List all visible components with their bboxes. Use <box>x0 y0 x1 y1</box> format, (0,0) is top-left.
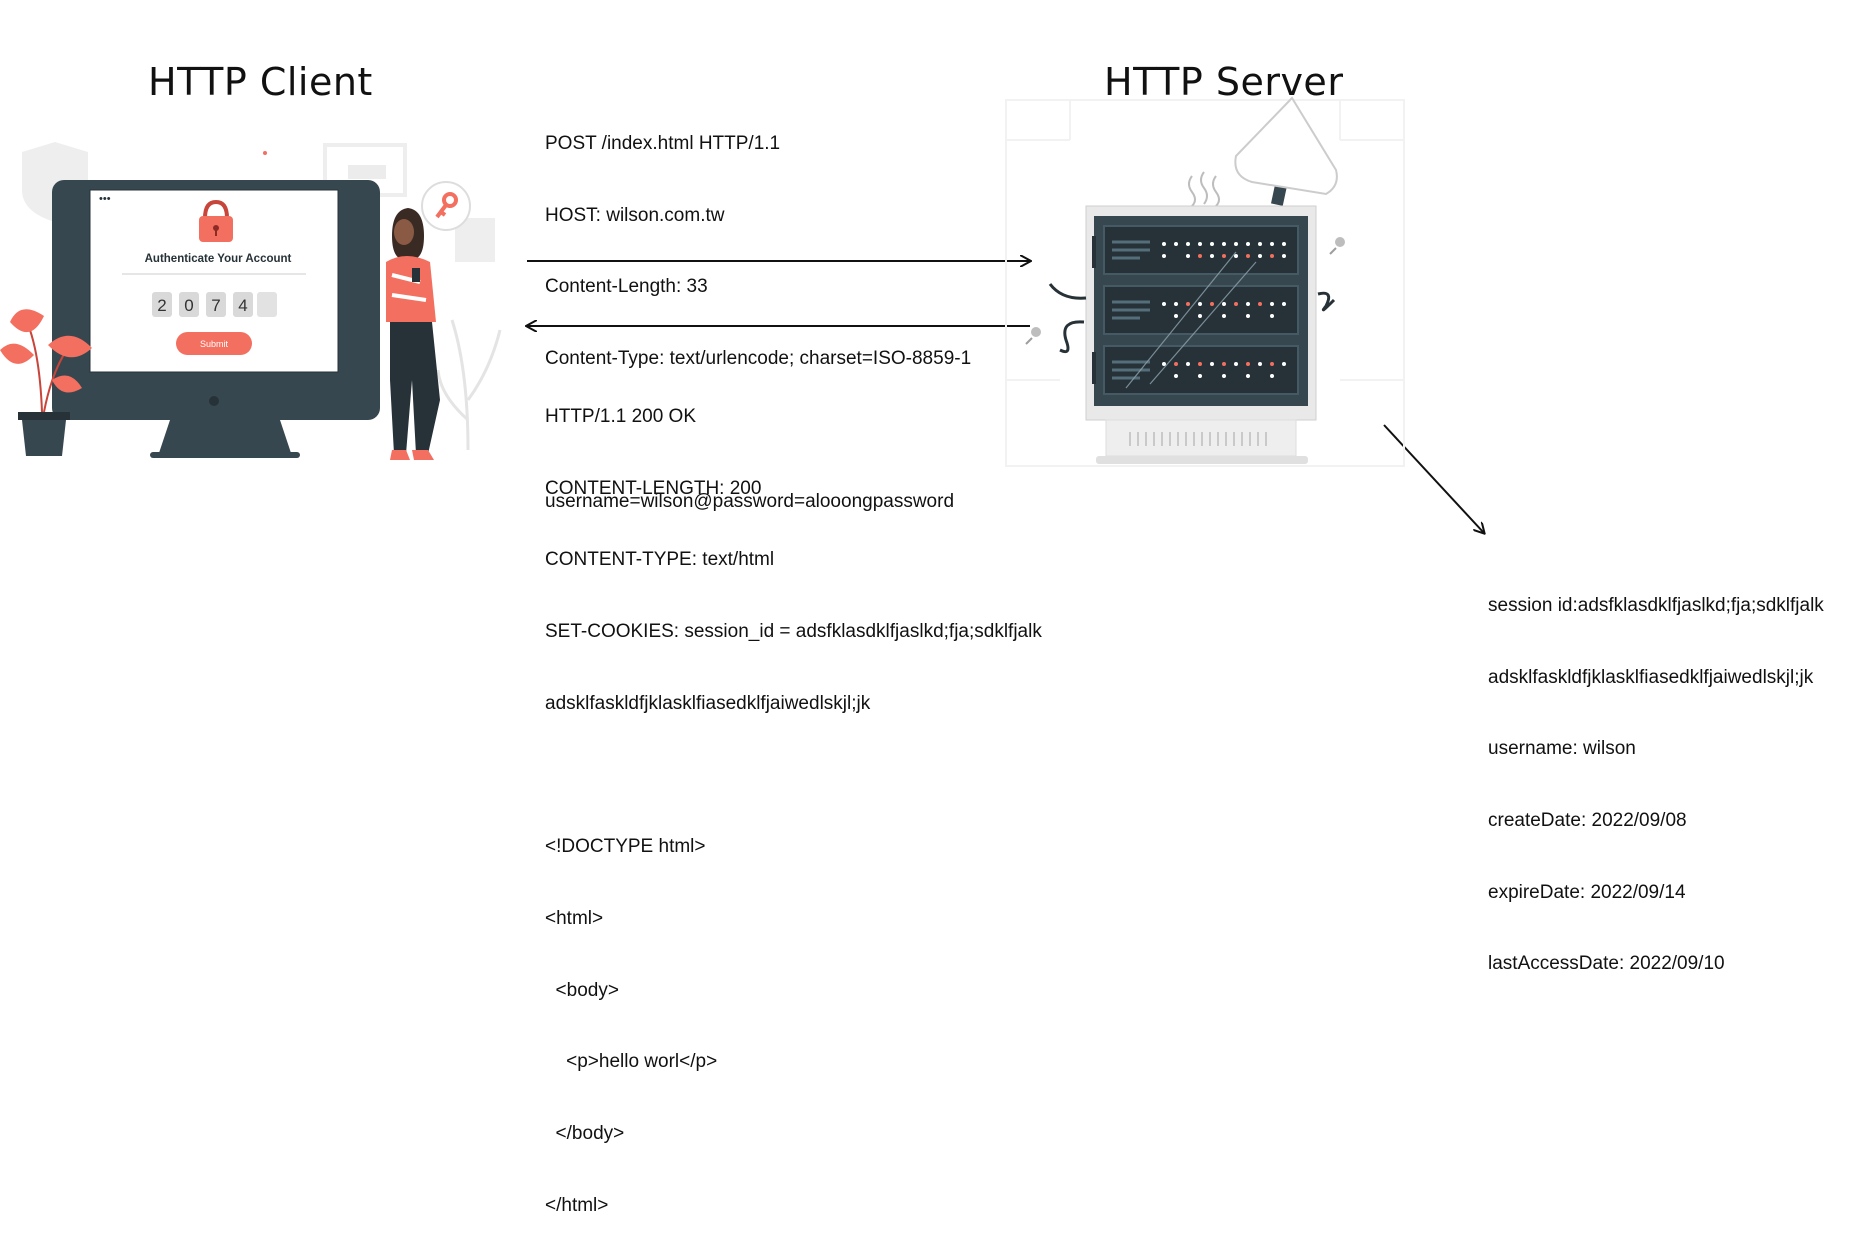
lock-icon <box>199 199 233 242</box>
response-header-content-type: CONTENT-TYPE: text/html <box>545 549 775 571</box>
server-title: HTTP Server <box>1104 60 1344 104</box>
session-expire-date: expireDate: 2022/09/14 <box>1488 881 1686 903</box>
response-status-line: HTTP/1.1 200 OK <box>545 405 697 427</box>
code-digit: 2 <box>157 296 166 315</box>
session-id-line-cont: adsklfaskldfjklasklfiasedklfjaiwedlskjl;… <box>1488 666 1814 688</box>
auth-heading: Authenticate Your Account <box>145 253 292 265</box>
response-body-line: </html> <box>545 1194 609 1216</box>
response-body-line: <html> <box>545 907 604 929</box>
screw-icon <box>1025 327 1041 345</box>
plant-illustration <box>0 309 92 456</box>
session-arrow <box>1383 424 1484 533</box>
request-message: POST /index.html HTTP/1.1 HOST: wilson.c… <box>545 84 971 538</box>
client-illustration: ••• Authenticate Your Account 2 0 7 4 Su… <box>0 142 502 460</box>
code-digit: 4 <box>238 296 247 315</box>
request-body: username=wilson@password=alooongpassword <box>545 491 955 513</box>
screw-icon <box>1329 237 1345 255</box>
client-title: HTTP Client <box>148 60 373 104</box>
response-header-content-length: CONTENT-LENGTH: 200 <box>545 477 762 499</box>
response-body-line: <body> <box>545 979 619 1001</box>
response-body-line: <p>hello worl</p> <box>545 1051 718 1073</box>
response-header-set-cookies-cont: adsklfaskldfjklasklfiasedklfjaiwedlskjl;… <box>545 692 871 714</box>
code-digit: 0 <box>184 296 193 315</box>
request-header-content-type: Content-Type: text/urlencode; charset=IS… <box>545 347 972 369</box>
submit-label: Submit <box>200 339 229 349</box>
response-body-line: </body> <box>545 1122 625 1144</box>
session-last-access-date: lastAccessDate: 2022/09/10 <box>1488 953 1725 975</box>
person-illustration <box>386 208 440 460</box>
session-username: username: wilson <box>1488 738 1636 760</box>
session-id-line: session id:adsfklasdklfjaslkd;fja;sdklfj… <box>1488 594 1824 616</box>
key-icon <box>421 181 471 231</box>
request-header-content-length: Content-Length: 33 <box>545 276 708 298</box>
code-input[interactable]: 2 0 7 4 <box>152 292 277 317</box>
session-create-date: createDate: 2022/09/08 <box>1488 809 1687 831</box>
request-line: POST /index.html HTTP/1.1 <box>545 132 781 154</box>
window-dots: ••• <box>99 193 111 205</box>
code-digit: 7 <box>211 296 220 315</box>
server-illustration <box>1005 96 1405 467</box>
response-header-set-cookies: SET-COOKIES: session_id = adsfklasdklfja… <box>545 620 1042 642</box>
submit-button[interactable]: Submit <box>176 332 252 355</box>
response-body-line: <!DOCTYPE html> <box>545 836 706 858</box>
request-header-host: HOST: wilson.com.tw <box>545 204 725 226</box>
